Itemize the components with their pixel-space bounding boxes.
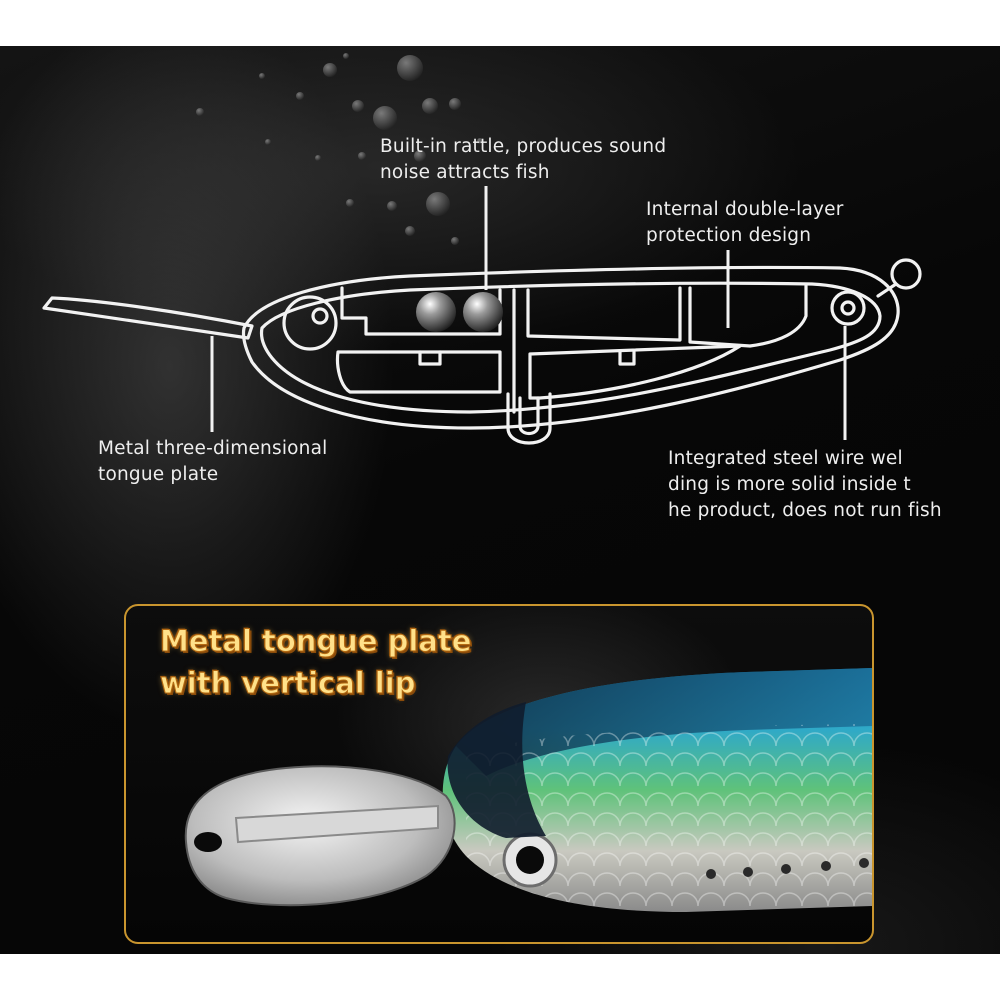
- lower-chamber: [335, 350, 502, 394]
- lure-body-outline: [241, 265, 900, 430]
- upper-chamber: [340, 286, 502, 336]
- callout-steel-wire-line-1: Integrated steel wire wel: [668, 448, 903, 469]
- rattle-ball-1: [416, 292, 456, 332]
- lure-cutaway-diagram: [42, 53, 922, 445]
- callout-double-layer: Internal double-layer protection design: [646, 197, 844, 249]
- product-graphic: Built-in rattle, produces sound noise at…: [0, 46, 1000, 954]
- lure-inner-outline: [259, 281, 882, 414]
- lure-closeup-photo: [184, 668, 872, 912]
- callout-rattle-line-1: Built-in rattle, produces sound: [380, 136, 667, 157]
- callout-tongue-plate-line-2: tongue plate: [98, 464, 219, 485]
- belly-hook-hanger: [506, 392, 552, 445]
- bubbles-decoration: [196, 53, 483, 245]
- feature-panel-title-line-1: Metal tongue plate: [159, 624, 472, 659]
- callout-tongue-plate-line-1: Metal three-dimensional: [98, 438, 328, 459]
- tow-eye: [830, 290, 866, 326]
- callout-steel-wire-line-3: he product, does not run fish: [668, 500, 942, 521]
- lateral-dots: [706, 858, 869, 879]
- tongue-plate-outline: [42, 296, 254, 340]
- callout-double-layer-line-2: protection design: [646, 225, 812, 246]
- callout-tongue-plate: Metal three-dimensional tongue plate: [98, 436, 327, 488]
- callout-steel-wire: Integrated steel wire wel ding is more s…: [668, 446, 942, 524]
- head-eye-ring: [282, 295, 338, 351]
- feature-panel-title-line-2: with vertical lip: [159, 666, 416, 701]
- feature-panel-title: Metal tongue plate with vertical lip: [159, 620, 472, 704]
- callout-steel-wire-line-2: ding is more solid inside t: [668, 474, 911, 495]
- lip-hole: [194, 832, 222, 852]
- callout-double-layer-line-1: Internal double-layer: [646, 199, 844, 220]
- callout-rattle-line-2: noise attracts fish: [380, 162, 550, 183]
- rattle-ball-2: [463, 292, 503, 332]
- feature-panel: Metal tongue plate with vertical lip: [124, 604, 874, 944]
- callout-rattle: Built-in rattle, produces sound noise at…: [380, 134, 666, 186]
